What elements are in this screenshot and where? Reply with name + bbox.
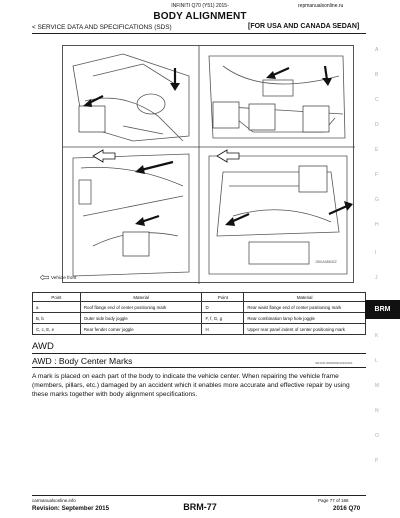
side-index-letter: O <box>375 433 379 439</box>
table-cell: C, c, E, e <box>32 323 81 335</box>
table-cell: Roof flange end of center positioning ma… <box>79 301 203 313</box>
side-index-letter: F <box>375 172 379 178</box>
table-cell: Rear combination lamp hole joggle <box>243 312 366 324</box>
figure-legend: Vehicle front <box>40 275 77 281</box>
table-cell: H <box>201 323 245 335</box>
side-index-letter: K <box>375 333 379 339</box>
awd-heading: AWD <box>32 341 54 352</box>
figure-id: JSKIA0850ZZ <box>315 260 337 264</box>
body-marks-figure <box>62 45 355 284</box>
side-index-letter: D <box>375 122 379 128</box>
figure-illustration <box>63 46 355 284</box>
page-code: BRM-77 <box>183 502 217 512</box>
table-row: C, c, E, e Rear fender corner joggle H U… <box>32 323 366 335</box>
table-header: Material <box>79 292 203 302</box>
site-label: repmanualsonline.ru <box>298 3 344 9</box>
side-index-letter: B <box>375 72 379 78</box>
scope-label: [FOR USA AND CANADA SEDAN] <box>248 23 360 30</box>
footer-page-count: Page 77 of 186 <box>318 498 349 503</box>
footer-rule <box>32 495 366 496</box>
vehicle-front-arrow-icon <box>40 275 49 281</box>
footer-revision: Revision: September 2015 <box>32 505 110 512</box>
awd-subheading: AWD : Body Center Marks <box>32 356 133 366</box>
table-row: a Roof flange end of center positioning … <box>32 301 366 313</box>
page-title: BODY ALIGNMENT <box>153 11 247 22</box>
table-cell: B, b <box>32 312 81 324</box>
footer-model-year: 2016 Q70 <box>333 505 361 512</box>
table-row: B, b Outer side body joggle F, f, G, g R… <box>32 312 366 324</box>
section-breadcrumb: < SERVICE DATA AND SPECIFICATIONS (SDS) <box>32 24 172 31</box>
side-index-letter: A <box>375 47 379 53</box>
table-header: Point <box>201 292 245 302</box>
header-rule <box>32 33 366 34</box>
side-index-letter: J <box>375 275 378 281</box>
table-header-row: Point Material Point Material <box>32 292 366 302</box>
table-cell: Upper rear panel indent of center positi… <box>243 323 366 335</box>
side-index-letter: I <box>375 250 377 256</box>
table-header: Material <box>243 292 366 302</box>
table-cell: a <box>32 301 81 313</box>
side-index-letter: H <box>375 222 379 228</box>
awd-info-id: INFOID:0000000012320101 <box>315 361 353 365</box>
points-table: Point Material Point Material a Roof fla… <box>32 292 366 335</box>
table-cell: Rear fender corner joggle <box>79 323 203 335</box>
footer-source: carmanualsonline.info <box>32 498 76 503</box>
awd-paragraph: A mark is placed on each part of the bod… <box>32 373 350 398</box>
awd-rule <box>32 353 366 354</box>
table-cell: Rear waist flange end of center position… <box>243 301 366 313</box>
side-index-letter: E <box>375 147 379 153</box>
brm-section-tab[interactable]: BRM <box>365 300 400 319</box>
side-index-letter: L <box>375 358 378 364</box>
awd-sub-rule <box>32 367 366 368</box>
side-index-letter: M <box>375 383 380 389</box>
side-index-letter: N <box>375 408 379 414</box>
table-header: Point <box>32 292 81 302</box>
table-cell: F, f, G, g <box>201 312 245 324</box>
table-cell: Outer side body joggle <box>79 312 203 324</box>
model-label: INFINITI Q70 (Y51) 2015- <box>171 3 229 9</box>
side-index-letter: G <box>375 197 379 203</box>
table-cell: D <box>201 301 245 313</box>
legend-label: Vehicle front <box>51 275 77 280</box>
side-index-letter: P <box>375 458 379 464</box>
side-index-letter: C <box>375 97 379 103</box>
